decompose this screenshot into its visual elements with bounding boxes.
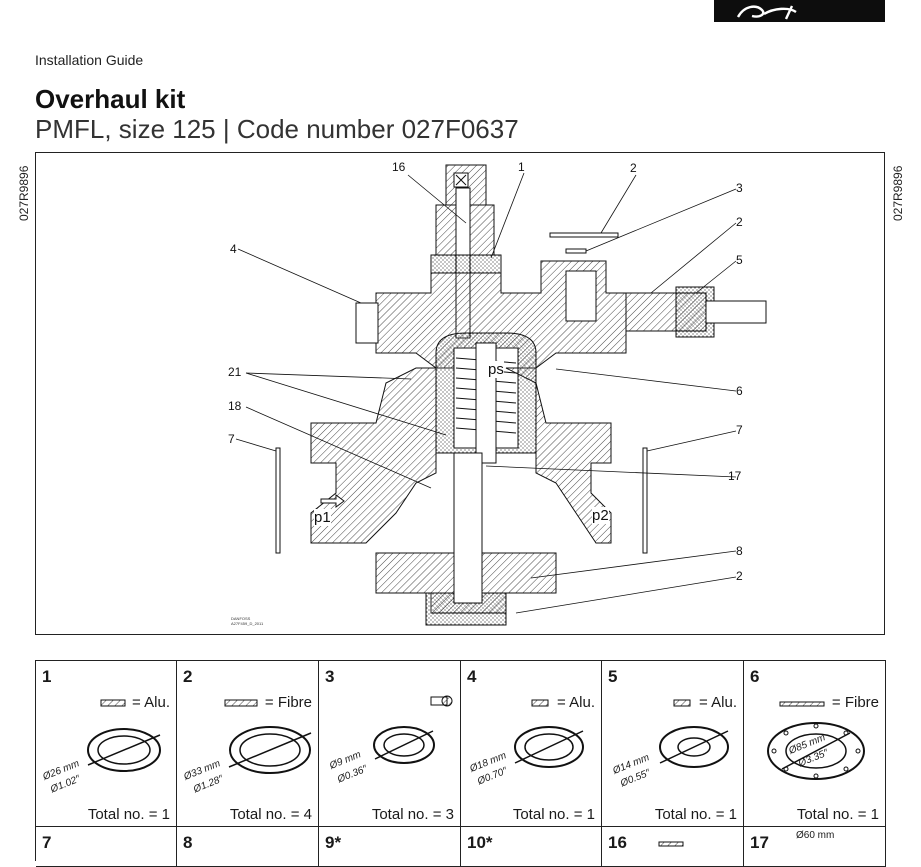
part-total: Total no. = 4 xyxy=(229,806,312,823)
part-cell-7: 7 xyxy=(36,827,177,867)
part-cell-4: 4 = Alu. Ø18 mm Ø0.70″ Total no. = 1 xyxy=(461,661,602,827)
callout-7-right: 7 xyxy=(736,423,743,437)
part-cell-16: 16 xyxy=(602,827,744,867)
washer-icon xyxy=(659,726,729,768)
callout-5: 5 xyxy=(736,253,743,267)
callout-17: 17 xyxy=(728,469,742,483)
callout-2-bottom: 2 xyxy=(736,569,743,583)
part-material: = Alu. xyxy=(699,694,737,711)
part-number: 4 xyxy=(467,667,477,686)
page-subtitle: PMFL, size 125 | Code number 027F0637 xyxy=(35,114,519,144)
part-total: Total no. = 1 xyxy=(654,806,737,823)
parts-table: 1 = Alu. Ø26 mm Ø1.02″ Total no. = 1 2 =… xyxy=(35,660,886,867)
callout-16: 16 xyxy=(392,160,406,174)
callout-3: 3 xyxy=(736,181,743,195)
part-cell-1: 1 = Alu. Ø26 mm Ø1.02″ Total no. = 1 xyxy=(36,661,177,827)
part-number: 3 xyxy=(325,667,335,686)
callout-7-left: 7 xyxy=(228,432,235,446)
alu-swatch-icon xyxy=(100,699,126,707)
doc-type: Installation Guide xyxy=(35,52,144,68)
washer-icon xyxy=(228,726,312,774)
callout-8: 8 xyxy=(736,544,743,558)
part-number: 6 xyxy=(750,667,760,686)
alu-swatch-icon xyxy=(531,699,549,707)
part-number: 10* xyxy=(467,833,493,852)
side-code-right: 027R9896 xyxy=(891,165,905,221)
part-cell-2: 2 = Fibre Ø33 mm Ø1.28″ Total no. = 4 xyxy=(177,661,319,827)
flange-gasket-icon xyxy=(767,722,865,780)
danfoss-logo xyxy=(714,0,885,22)
valve-section-svg xyxy=(235,164,767,626)
part-cell-6: 6 = Fibre Ø85 mm Ø3.35″ Total no. = 1 xyxy=(744,661,886,827)
part-material: = Fibre xyxy=(264,694,312,711)
part-number: 5 xyxy=(608,667,618,686)
part-swatch-icon xyxy=(658,841,684,847)
washer-icon xyxy=(87,728,161,772)
washer-icon xyxy=(373,726,435,764)
part-number: 9* xyxy=(325,833,342,852)
part-number: 17 xyxy=(750,833,769,852)
washer-icon xyxy=(514,726,584,768)
side-code-left: 027R9896 xyxy=(17,165,31,221)
part-cell-5: 5 = Alu. Ø14 mm Ø0.55″ Total no. = 1 xyxy=(602,661,744,827)
callout-2-upper: 2 xyxy=(736,215,743,229)
ring-swatch-icon xyxy=(430,695,453,707)
label-p2: p2 xyxy=(592,507,609,524)
callout-4: 4 xyxy=(230,242,237,256)
logo-mark-icon xyxy=(736,5,797,20)
part-number: 1 xyxy=(42,667,52,686)
part-cell-9: 9* xyxy=(319,827,461,867)
part-number: 7 xyxy=(42,833,52,852)
part-total: Total no. = 1 xyxy=(796,806,879,823)
part-number: 2 xyxy=(183,667,193,686)
alu-swatch-icon xyxy=(673,699,691,707)
valve-cross-section-drawing: 16 1 2 3 2 5 4 21 6 18 7 7 17 8 2 ps p1 … xyxy=(35,152,885,635)
callout-2-top: 2 xyxy=(630,161,637,175)
part-total: Total no. = 1 xyxy=(512,806,595,823)
part-number: 8 xyxy=(183,833,193,852)
drawing-ref: DANFOSS A27F459_D_2011 xyxy=(231,616,264,626)
label-ps: ps xyxy=(488,361,504,378)
part-cell-17: 17 Ø60 mm xyxy=(744,827,886,867)
part-total: Total no. = 3 xyxy=(371,806,454,823)
part-cell-8: 8 xyxy=(177,827,319,867)
label-p1: p1 xyxy=(314,509,331,526)
callout-1: 1 xyxy=(518,160,525,174)
callout-21: 21 xyxy=(228,365,242,379)
part-cell-10: 10* xyxy=(461,827,602,867)
part-material: = Alu. xyxy=(557,694,595,711)
part-dim-mm: Ø60 mm xyxy=(796,830,835,841)
part-cell-3: 3 Ø9 mm Ø0.36″ Total no. = 3 xyxy=(319,661,461,827)
part-number: 16 xyxy=(608,833,627,852)
fibre-swatch-icon xyxy=(224,699,258,707)
page-title: Overhaul kit xyxy=(35,84,186,114)
part-total: Total no. = 1 xyxy=(87,806,170,823)
part-material: = Alu. xyxy=(132,694,170,711)
part-material: = Fibre xyxy=(831,694,879,711)
callout-6: 6 xyxy=(736,384,743,398)
fibre-swatch-icon xyxy=(779,701,825,707)
callout-18: 18 xyxy=(228,399,242,413)
